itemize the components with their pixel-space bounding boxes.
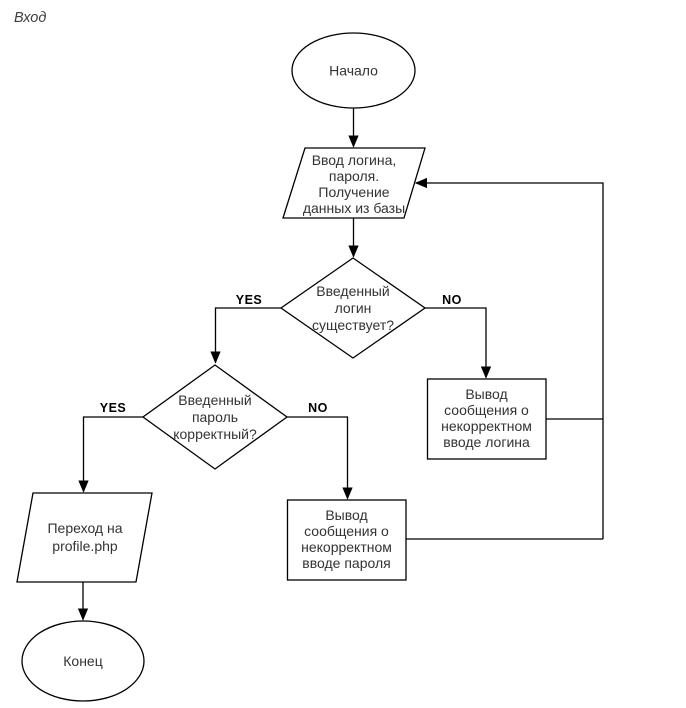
input-parallelogram-shape — [282, 147, 426, 219]
node-error-login: Вывод сообщения о некорректном вводе лог… — [426, 378, 547, 460]
input-label-line: пароля. — [329, 168, 379, 184]
error-password-label-line: вводе пароля — [302, 555, 390, 571]
node-error-password: Вывод сообщения о некорректном вводе пар… — [286, 499, 407, 581]
edge-label-login-yes: YES — [236, 293, 263, 307]
error-login-label-line: вводе логина — [443, 434, 530, 450]
login-decision-label-line: логин — [335, 300, 372, 316]
edge-login-yes — [210, 307, 281, 364]
error-login-label-line: Вывод — [465, 386, 507, 402]
start-label: Начало — [329, 63, 378, 79]
node-decision-password: Введенный пароль корректный? — [141, 364, 289, 470]
login-decision-label-line: Введенный — [316, 283, 389, 299]
redirect-parallelogram-shape — [16, 492, 153, 583]
error-login-label-line: сообщения о — [444, 402, 529, 418]
edge-password-yes — [78, 416, 143, 493]
edge-feedback-to-input — [414, 177, 604, 539]
edge-label-login-no: NO — [442, 293, 462, 307]
input-label-line: Ввод логина, — [312, 152, 397, 168]
end-ellipse-shape — [21, 620, 145, 702]
node-start: Начало — [291, 32, 416, 109]
error-password-label-line: Вывод — [325, 507, 367, 523]
login-decision-diamond-shape — [279, 257, 427, 359]
edge-login-no — [425, 307, 492, 379]
input-label-line: данных из базы — [303, 200, 405, 216]
node-redirect: Переход на profile.php — [16, 492, 153, 583]
end-label: Конец — [63, 653, 102, 669]
password-decision-diamond-shape — [141, 364, 289, 470]
node-decision-login: Введенный логин существует? — [279, 257, 427, 359]
redirect-label-line: profile.php — [52, 538, 118, 554]
error-login-rect-shape — [426, 378, 547, 460]
login-decision-label-line: существует? — [312, 317, 394, 333]
error-login-label-line: некорректном — [441, 418, 532, 434]
password-decision-label-line: Введенный — [178, 392, 251, 408]
node-end: Конец — [21, 620, 145, 702]
edge-label-password-no: NO — [308, 401, 328, 415]
redirect-label-line: Переход на — [47, 520, 122, 536]
edge-label-password-yes: YES — [100, 401, 127, 415]
password-decision-label-line: пароль — [192, 409, 238, 425]
error-password-label-line: сообщения о — [304, 523, 389, 539]
start-ellipse-shape — [291, 32, 416, 109]
error-password-rect-shape — [286, 499, 407, 581]
password-decision-label-line: корректный? — [173, 426, 257, 442]
node-input: Ввод логина, пароля. Получение данных из… — [282, 147, 426, 219]
error-password-label-line: некорректном — [301, 539, 392, 555]
edges — [77, 108, 604, 621]
page-title: Вход — [14, 10, 46, 26]
edge-password-no — [287, 416, 353, 500]
input-label-line: Получение — [318, 184, 389, 200]
